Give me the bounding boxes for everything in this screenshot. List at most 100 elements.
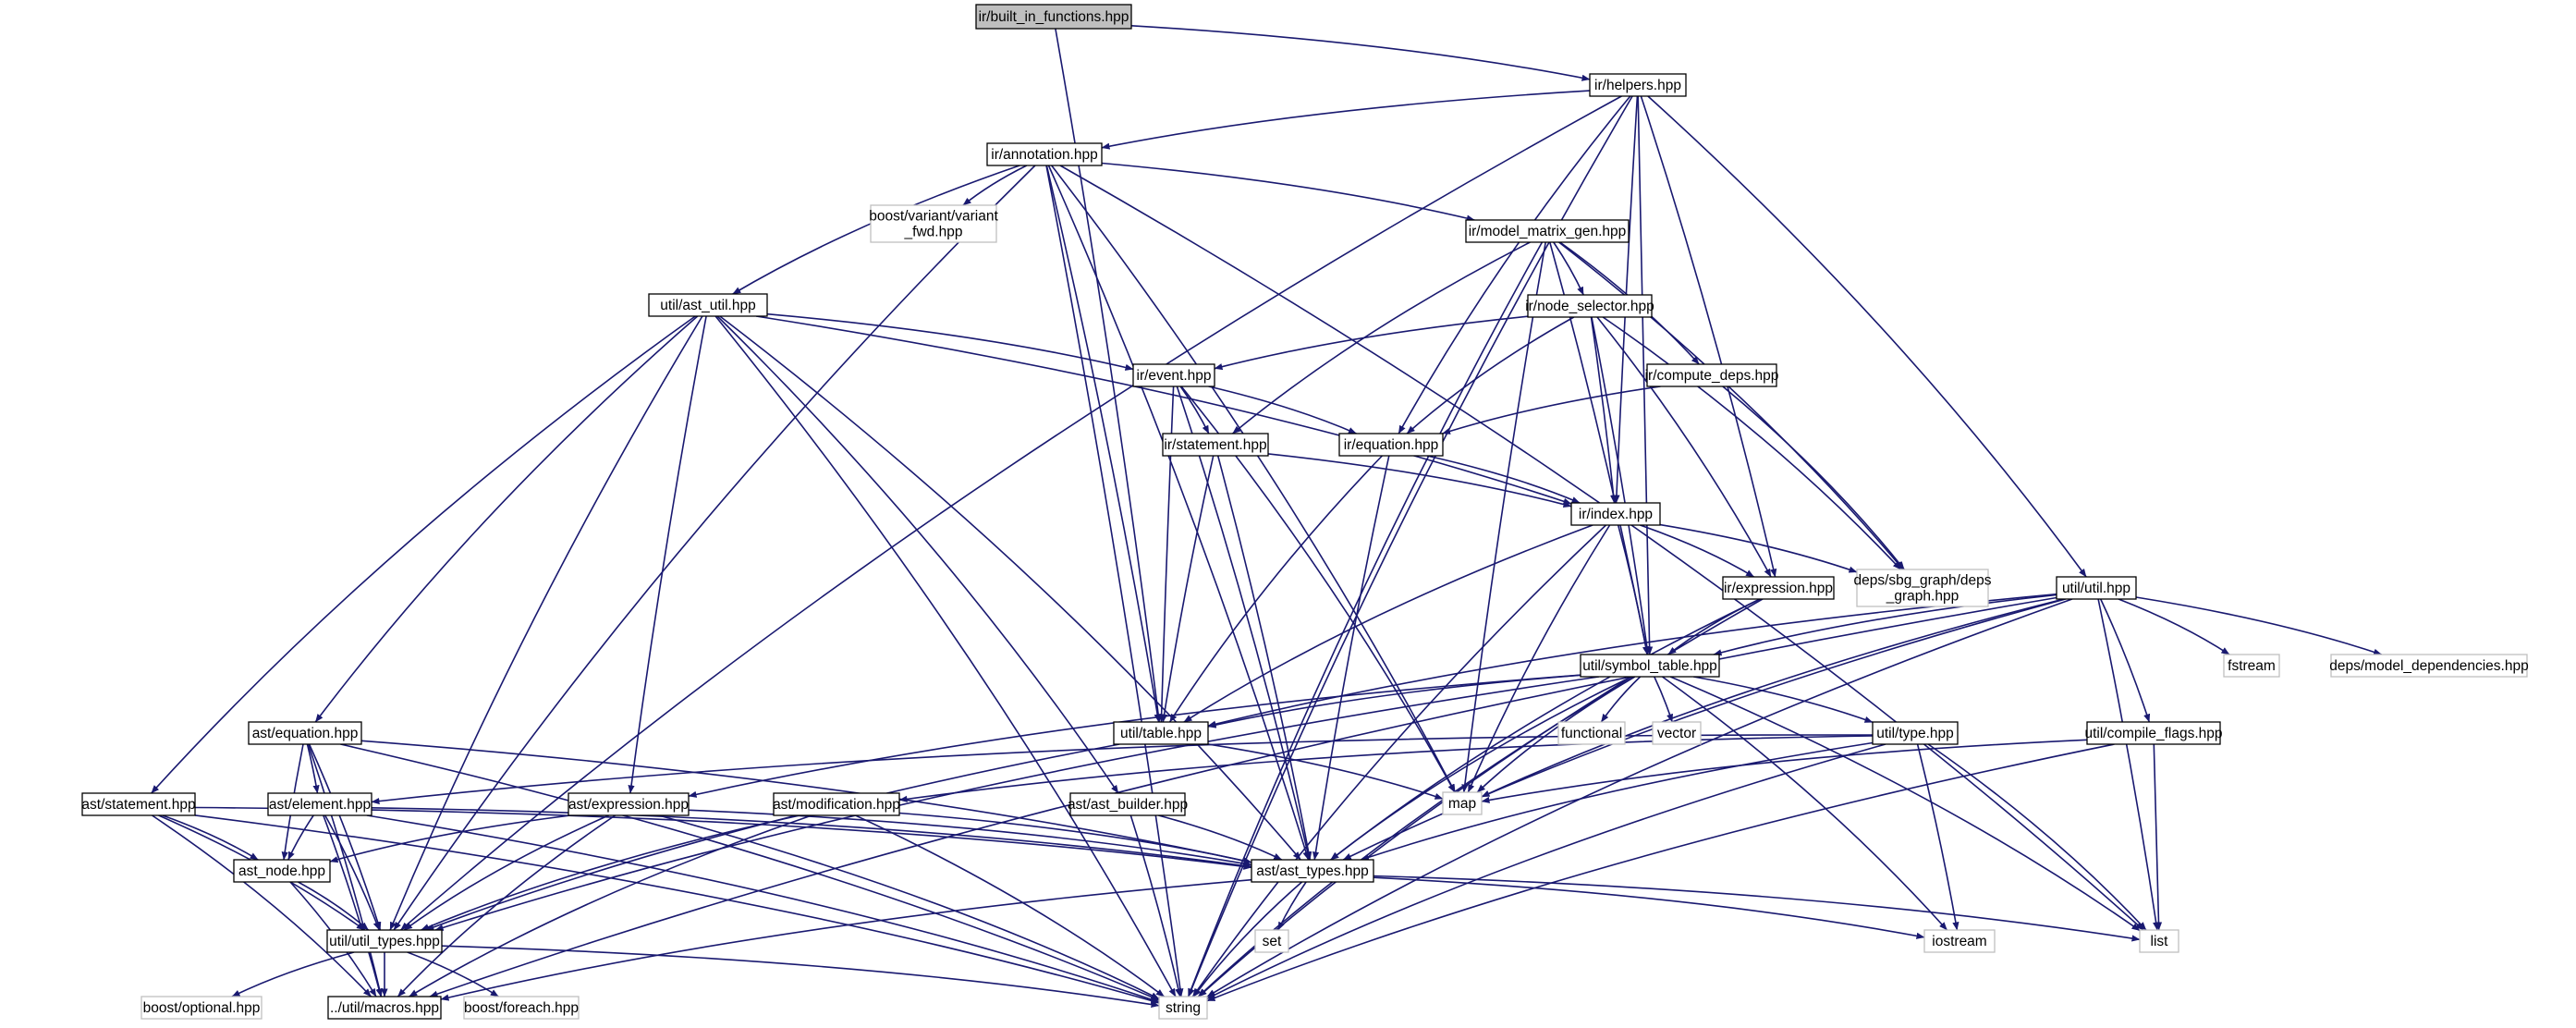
node-irequation[interactable]: ir/equation.hpp	[1338, 433, 1444, 457]
node-box	[1254, 929, 1289, 953]
node-utiltype[interactable]: util/type.hpp	[1872, 721, 1959, 745]
node-macros[interactable]: ../util/macros.hpp	[327, 996, 442, 1020]
node-annotation[interactable]: ir/annotation.hpp	[986, 142, 1103, 166]
edge-annotation-to-map	[1051, 165, 1457, 793]
edge-aststatement-to-string	[194, 814, 1160, 1004]
edge-astelement-to-macros	[323, 814, 383, 997]
edge-annotation-to-asttypes	[1047, 165, 1310, 861]
edge-asttypes-to-macros	[440, 878, 1252, 1001]
node-box	[1162, 433, 1269, 457]
node-nodesel[interactable]: ir/node_selector.hpp	[1525, 294, 1654, 318]
node-astutil[interactable]: util/ast_util.hpp	[648, 293, 768, 317]
edge-utiltype-to-asttypes	[1361, 741, 1874, 861]
node-irexpression[interactable]: ir/expression.hpp	[1722, 576, 1835, 600]
edge-astexpression-to-astnode	[329, 814, 571, 863]
edge-utiltype-to-string	[1206, 743, 1886, 1000]
node-box	[327, 996, 442, 1020]
edge-irindex-to-utiltable	[1183, 524, 1593, 723]
edge-nodesel-to-irexpression	[1596, 316, 1772, 578]
edge-utilutil-to-utiltable	[1207, 593, 2057, 728]
node-layer: ir/built_in_functions.hpp ir/helpers.hpp i…	[81, 4, 2529, 1020]
edge-aststatement-to-astnode	[162, 814, 259, 861]
node-box	[1069, 792, 1186, 816]
node-helpers[interactable]: ir/helpers.hpp	[1589, 73, 1687, 97]
edge-asttypes-to-set	[1277, 881, 1307, 931]
node-astelement[interactable]: ast/element.hpp	[267, 792, 372, 816]
node-astexpression[interactable]: ast/expression.hpp	[568, 792, 690, 816]
edge-symtable-to-list	[1669, 676, 2141, 932]
edge-irindex-to-sbggraph	[1659, 523, 1858, 573]
node-box	[1872, 721, 1959, 745]
edge-asttypes-to-string	[1192, 881, 1303, 997]
node-aststatement[interactable]: ast/statement.hpp	[81, 792, 196, 816]
node-astbuilder[interactable]: ast/ast_builder.hpp	[1068, 792, 1188, 816]
node-label: string	[1166, 1000, 1201, 1016]
node-utiltypes[interactable]: util/util_types.hpp	[326, 929, 443, 953]
edge-astutil-to-irindex	[755, 315, 1572, 505]
edge-aststatement-to-asttypes	[194, 806, 1252, 870]
edge-symtable-to-functional	[1600, 676, 1642, 723]
edge-symtable-to-iostream	[1662, 676, 1948, 931]
edge-event-to-utiltable	[1158, 386, 1175, 723]
node-compileflags[interactable]: util/compile_flags.hpp	[2084, 721, 2223, 745]
node-mmgen[interactable]: ir/model_matrix_gen.hpp	[1465, 219, 1630, 243]
edge-astequation-to-astelement	[306, 743, 320, 794]
node-label: map	[1448, 796, 1476, 812]
node-map: map	[1442, 791, 1483, 815]
node-box	[1580, 654, 1720, 678]
edge-root-to-utiltable	[1055, 28, 1162, 723]
node-irindex[interactable]: ir/index.hpp	[1570, 502, 1661, 526]
edge-compileflags-to-map	[1481, 739, 2088, 803]
node-box	[1589, 73, 1687, 97]
edge-irequation-to-utiltable	[1168, 455, 1383, 723]
node-label: ir/statement.hpp	[1164, 437, 1266, 453]
node-box	[773, 792, 900, 816]
node-asttypes[interactable]: ast/ast_types.hpp	[1251, 859, 1374, 883]
edge-symtable-to-utiltype	[1693, 676, 1874, 724]
node-utiltable[interactable]: util/table.hpp	[1113, 721, 1209, 745]
edge-nodesel-to-irequation	[1406, 316, 1575, 434]
edge-astutil-to-astequation	[314, 315, 699, 723]
node-label: ir/expression.hpp	[1724, 581, 1833, 596]
node-box	[1442, 791, 1483, 815]
edge-astexpression-to-string	[658, 814, 1160, 1000]
edge-astutil-to-astbuilder	[716, 315, 1119, 794]
node-astnode[interactable]: ast_node.hpp	[233, 859, 331, 883]
node-box	[648, 293, 768, 317]
node-event[interactable]: ir/event.hpp	[1132, 363, 1215, 387]
node-symtable[interactable]: util/symbol_table.hpp	[1580, 654, 1720, 678]
edge-symtable-to-vector	[1654, 676, 1673, 723]
node-label: ../util/macros.hpp	[330, 1000, 439, 1016]
edge-astequation-to-string	[340, 743, 1160, 1001]
node-computedeps[interactable]: ir/compute_deps.hpp	[1645, 363, 1779, 387]
edge-irequation-to-asttypes	[1312, 455, 1390, 861]
edge-nodesel-to-irindex	[1590, 316, 1618, 504]
edge-astutil-to-astexpression	[628, 315, 707, 794]
node-box	[1158, 996, 1208, 1020]
node-box	[2139, 929, 2179, 953]
node-label: list	[2151, 934, 2169, 949]
node-box	[81, 792, 196, 816]
node-box	[2330, 654, 2528, 678]
node-astmodification[interactable]: ast/modification.hpp	[773, 792, 900, 816]
node-root[interactable]: ir/built_in_functions.hpp	[975, 4, 1132, 30]
node-box	[1465, 219, 1630, 243]
edge-utiltype-to-iostream	[1916, 743, 1959, 931]
edge-computedeps-to-sbggraph	[1722, 386, 1905, 570]
edge-symtable-to-asttypes	[1330, 676, 1632, 861]
node-box	[1527, 294, 1653, 318]
node-label: util/symbol_table.hpp	[1582, 658, 1717, 674]
node-astequation[interactable]: ast/equation.hpp	[248, 721, 362, 745]
edge-annotation-to-utiltable	[1045, 165, 1161, 723]
node-modeldeps: deps/model_dependencies.hpp	[2329, 654, 2529, 678]
edge-compileflags-to-list	[2153, 743, 2163, 931]
node-label: deps/sbg_graph/deps	[1853, 573, 1991, 589]
node-list: list	[2139, 929, 2179, 953]
node-label: ir/event.hpp	[1137, 368, 1212, 384]
node-irstatement[interactable]: ir/statement.hpp	[1162, 433, 1269, 457]
node-utilutil[interactable]: util/util.hpp	[2056, 576, 2137, 600]
node-box	[267, 792, 372, 816]
edge-mmgen-to-map	[1461, 241, 1546, 793]
node-label: ast/element.hpp	[269, 797, 371, 813]
node-box	[568, 792, 690, 816]
